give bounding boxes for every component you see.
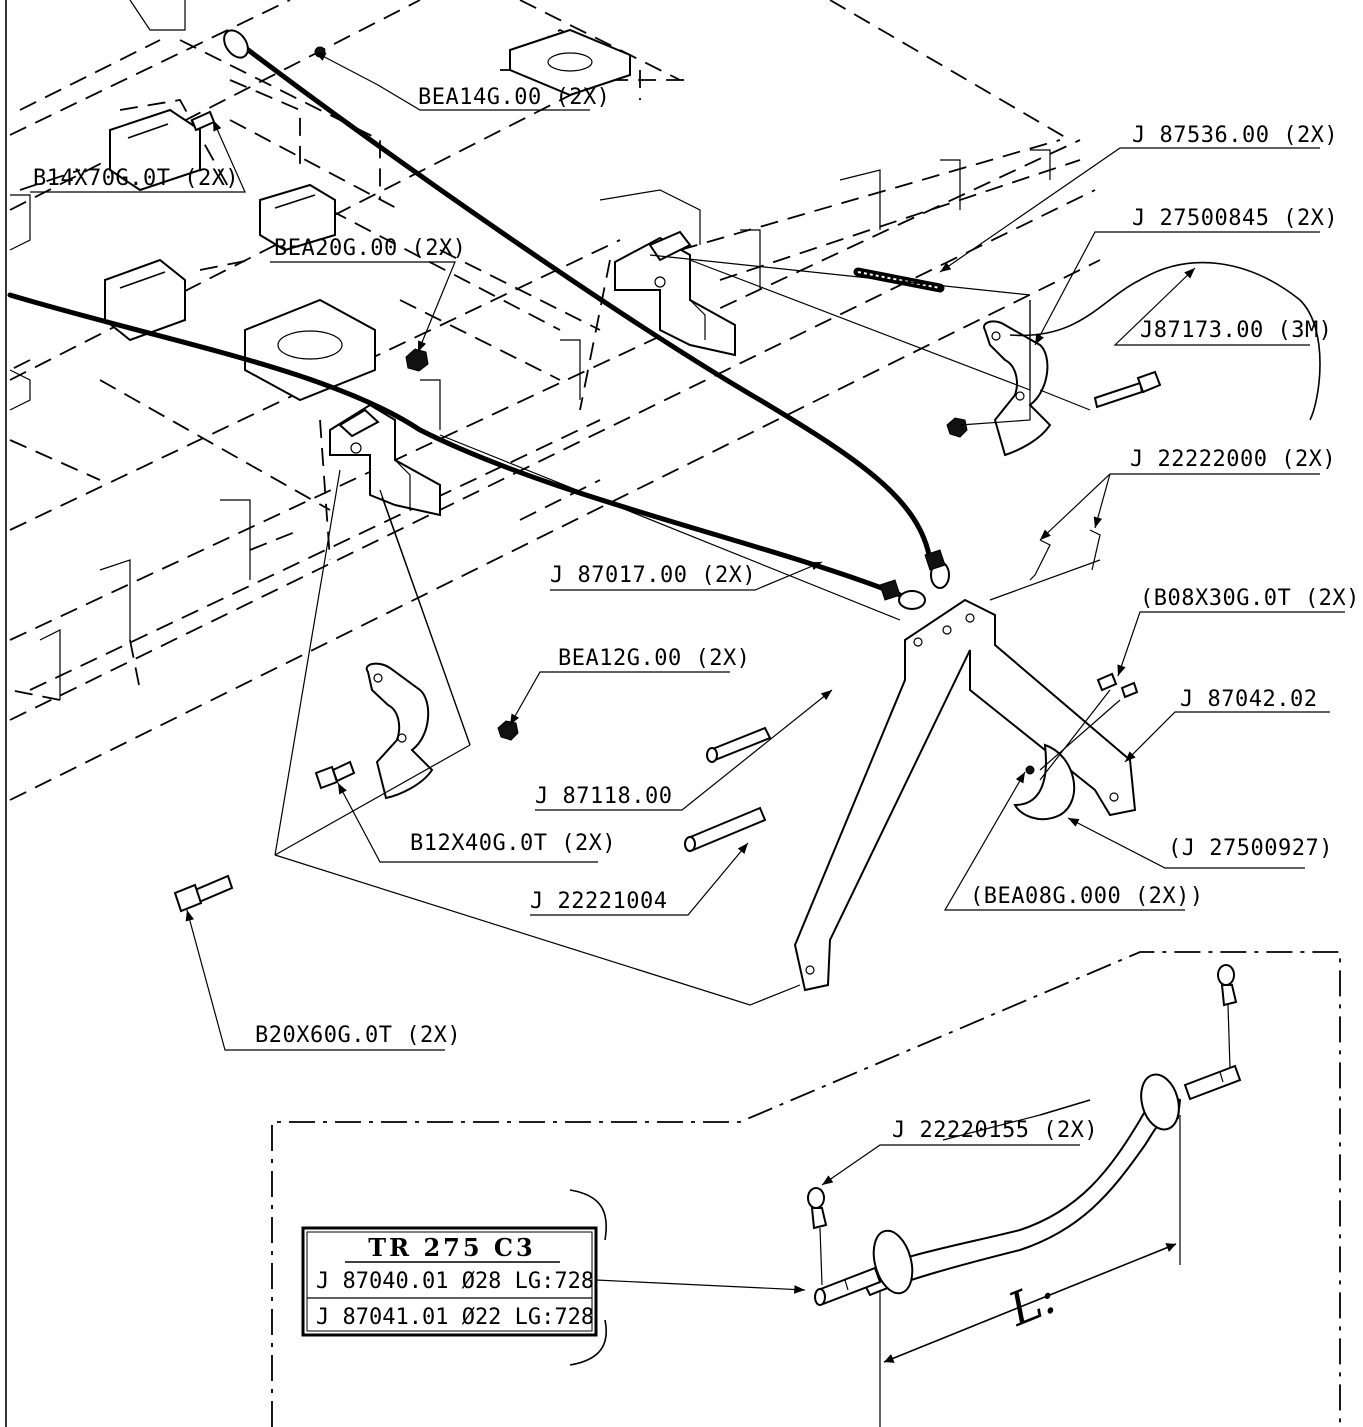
label-j22222000: J 22222000 (2X) — [1130, 447, 1336, 472]
bolt-b20x60 — [173, 874, 234, 913]
upper-nut — [946, 417, 968, 438]
label-j87536: J 87536.00 (2X) — [1132, 123, 1338, 148]
label-bea14g: BEA14G.00 (2X) — [418, 85, 610, 110]
detail-view-boundary — [271, 951, 1341, 1427]
label-j87042: J 87042.02 — [1180, 687, 1317, 712]
part-table-row-1: J 87040.01 Ø28 LG:728 — [316, 1269, 594, 1294]
part-table: TR 275 C3 J 87040.01 Ø28 LG:728 J 87041.… — [301, 1226, 598, 1337]
cable-j87173 — [1009, 261, 1321, 421]
label-j27500845: J 27500845 (2X) — [1132, 206, 1338, 231]
nut-bea14g — [314, 46, 326, 58]
leader-lines — [30, 51, 1345, 1294]
part-table-row-2: J 87041.01 Ø22 LG:728 — [316, 1305, 594, 1330]
clevis-pins — [684, 726, 772, 852]
label-bea08g: (BEA08G.000 (2X)) — [970, 884, 1204, 909]
a-frame-arm — [793, 598, 1137, 992]
hitch-pin-bar — [814, 1064, 1242, 1306]
label-b12x40: B12X40G.0T (2X) — [410, 831, 616, 856]
cables — [7, 29, 950, 610]
label-b08x30: (B08X30G.0T (2X)) — [1140, 586, 1363, 611]
label-j87017: J 87017.00 (2X) — [550, 563, 756, 588]
label-j87173: J87173.00 (3M) — [1140, 318, 1332, 343]
label-j87118: J 87118.00 — [535, 784, 672, 809]
label-bea20g: BEA20G.00 (2X) — [274, 236, 466, 261]
spring — [853, 267, 945, 293]
dimension-label: L: — [1000, 1269, 1064, 1337]
r-clips — [1029, 529, 1101, 581]
upper-latch-hook — [983, 320, 1052, 457]
frame-details — [9, 0, 1051, 700]
lower-nut — [497, 720, 519, 741]
upper-bolt — [1093, 370, 1162, 409]
lynch-pins — [807, 964, 1238, 1286]
label-j27500927: (J 27500927) — [1168, 836, 1333, 861]
dimension-l — [879, 1115, 1181, 1427]
lower-mounting-bracket — [329, 403, 441, 517]
guard-j27500927 — [1013, 672, 1139, 821]
label-b14x70: B14X70G.0T (2X) — [33, 166, 239, 191]
label-bea12g: BEA12G.00 (2X) — [558, 646, 750, 671]
upper-mounting-bracket — [614, 230, 736, 357]
lower-bolt — [314, 760, 356, 790]
label-b20x60: B20X60G.0T (2X) — [255, 1023, 461, 1048]
part-labels: BEA14G.00 (2X) B14X70G.0T (2X) BEA20G.00… — [33, 85, 1363, 1143]
nut-bea20g — [405, 348, 429, 372]
label-j22220155: J 22220155 (2X) — [892, 1118, 1098, 1143]
part-table-title: TR 275 C3 — [368, 1233, 535, 1262]
lower-latch-hook — [365, 662, 434, 800]
label-j22221004: J 22221004 — [530, 889, 667, 914]
